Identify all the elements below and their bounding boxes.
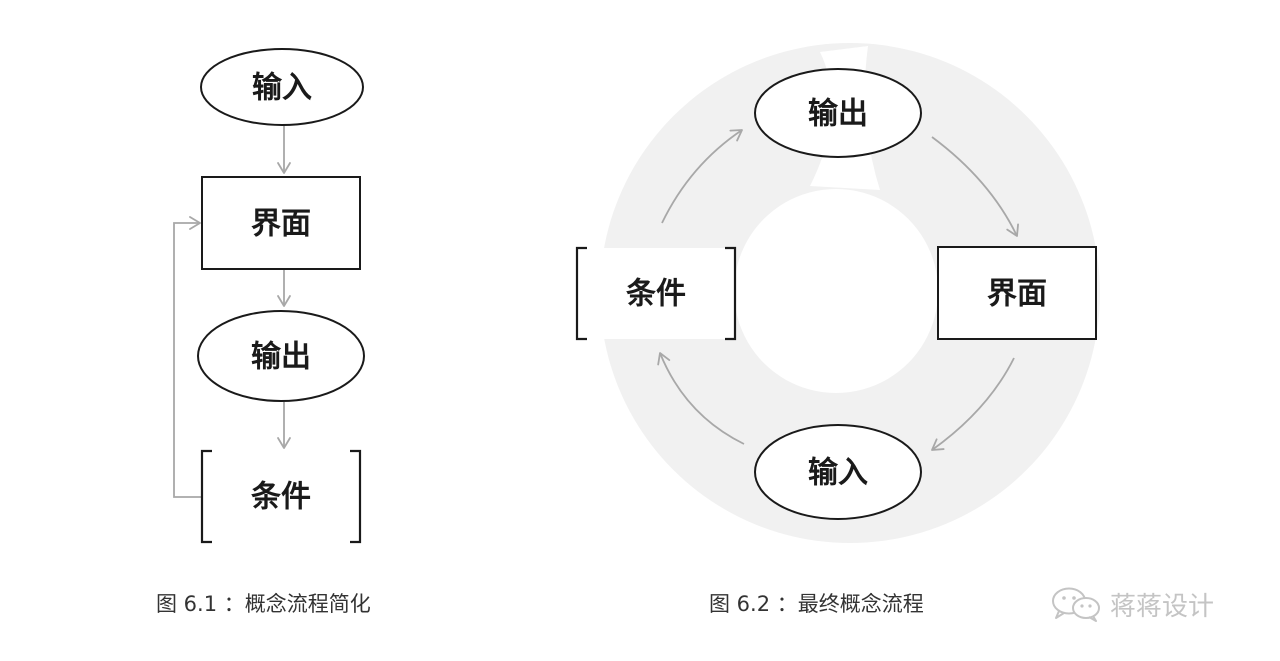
cycle-node-condition-right-bracket xyxy=(725,246,737,341)
cycle-node-output: 输出 xyxy=(754,68,922,158)
node-condition-left-bracket xyxy=(200,449,212,544)
cycle-node-condition-label: 条件 xyxy=(626,277,686,312)
node-input-shape xyxy=(200,48,364,126)
node-interface-label: 界面 xyxy=(251,207,311,242)
node-interface: 界面 xyxy=(201,176,361,270)
cycle-node-input-label: 输入 xyxy=(808,456,868,491)
arrow-interface-to-input xyxy=(931,357,1015,451)
wechat-icon xyxy=(1052,587,1100,622)
cycle-node-output-label: 输出 xyxy=(808,97,868,132)
arrow-output-to-interface xyxy=(931,136,1019,237)
cycle-node-interface: 界面 xyxy=(937,246,1097,340)
arrow-condition-loop-to-interface xyxy=(173,216,202,498)
node-condition-label: 条件 xyxy=(251,480,311,515)
cycle-node-input: 输入 xyxy=(754,424,922,520)
arrow-input-to-condition xyxy=(657,352,745,445)
node-interface-shape xyxy=(201,176,361,270)
cycle-node-condition-left-bracket xyxy=(575,246,587,341)
cycle-node-condition: 条件 xyxy=(575,246,737,341)
cycle-node-input-shape xyxy=(754,424,922,520)
node-output-shape xyxy=(197,310,365,402)
figure-left-caption: 图 6.1 ：概念流程简化 xyxy=(156,592,371,616)
node-condition-right-bracket xyxy=(350,449,362,544)
node-output-label: 输出 xyxy=(251,340,311,375)
figure-right-caption: 图 6.2 ：最终概念流程 xyxy=(709,592,924,616)
cycle-ring xyxy=(599,43,1100,543)
cycle-node-condition-background xyxy=(577,248,735,339)
cycle-node-interface-label: 界面 xyxy=(987,277,1047,312)
watermark-text: 蒋蒋设计 xyxy=(1110,591,1215,622)
node-input: 输入 xyxy=(200,48,364,126)
node-output: 输出 xyxy=(197,310,365,402)
figure-left: 输入 界面 输出 条件 xyxy=(173,48,365,544)
watermark: 蒋蒋设计 xyxy=(1050,584,1214,624)
cycle-node-output-shape xyxy=(754,68,922,158)
figure-right: 输出 界面 输入 条件 xyxy=(575,43,1100,543)
node-condition: 条件 xyxy=(200,449,362,544)
node-input-label: 输入 xyxy=(252,71,312,106)
arrow-condition-to-output xyxy=(661,129,743,224)
cycle-node-interface-shape xyxy=(937,246,1097,340)
